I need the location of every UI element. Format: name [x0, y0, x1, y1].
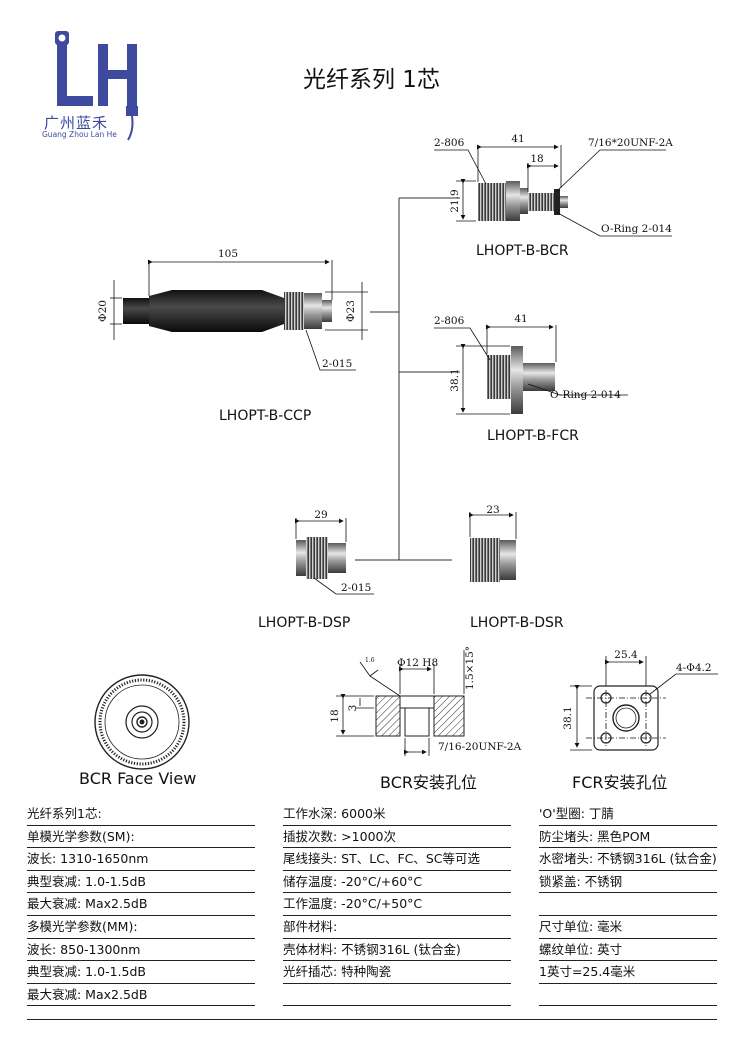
page-title: 光纤系列 1芯: [303, 67, 440, 93]
bottom-rule: [27, 1019, 717, 1020]
spec-row: 单模光学参数(SM):: [27, 826, 255, 849]
ccp-callout: 2-015: [322, 358, 352, 370]
spec-row: 尾线接头: ST、LC、FC、SC等可选: [283, 848, 511, 871]
bcr-hole-dim-height: 18: [329, 709, 341, 722]
bcr-callout-oring: O-Ring 2-014: [601, 223, 672, 235]
fcr-callout-top: 2-806: [434, 315, 465, 327]
spec-column-1: 光纤系列1芯: 单模光学参数(SM): 波长: 1310-1650nm 典型衰减…: [27, 803, 255, 1007]
ccp-drawing: [110, 259, 368, 371]
fcr-drawing: [434, 324, 628, 415]
spec-row: 锁紧盖: 不锈钢: [539, 871, 717, 894]
bcr-callout-thread: 7/16*20UNF-2A: [588, 137, 673, 149]
spec-row: 最大衰减: Max2.5dB: [27, 893, 255, 916]
bcr-hole-dim-roughness: 1.6: [365, 657, 375, 664]
dsr-label: LHOPT-B-DSR: [470, 615, 564, 631]
bcr-dim-thread-len: 18: [530, 153, 543, 165]
bcr-hole-dim-depth: 3: [347, 705, 359, 712]
bcr-hole-dim-thread: 7/16-20UNF-2A: [438, 741, 522, 753]
dsp-dim-length: 29: [314, 509, 327, 521]
spec-row: 螺纹单位: 英寸: [539, 939, 717, 962]
spec-column-2: 工作水深: 6000米 插拔次数: >1000次 尾线接头: ST、LC、FC、…: [283, 803, 511, 1007]
fcr-hole-drawing: [570, 656, 718, 751]
spec-row: 壳体材料: 不锈钢316L (钛合金): [283, 939, 511, 962]
spec-row: [539, 984, 717, 1007]
bcr-label: LHOPT-B-BCR: [476, 243, 569, 259]
logo-chinese-name: 广州蓝禾: [44, 114, 109, 132]
fcr-callout-oring: O-Ring 2-014: [550, 389, 621, 401]
bcr-hole-drawing: [336, 650, 465, 756]
dsr-dim-length: 23: [486, 504, 499, 516]
spec-row: 工作温度: -20°C/+50°C: [283, 893, 511, 916]
spec-row: 尺寸单位: 毫米: [539, 916, 717, 939]
spec-row: 典型衰减: 1.0-1.5dB: [27, 961, 255, 984]
fcr-hole-dim-width: 25.4: [614, 649, 638, 661]
spec-row: 水密堵头: 不锈钢316L (钛合金): [539, 848, 717, 871]
bcr-drawing: [434, 144, 672, 237]
fcr-hole-dim-height: 38.1: [562, 706, 574, 729]
dsp-drawing: [295, 518, 374, 595]
spec-row: 波长: 1310-1650nm: [27, 848, 255, 871]
spec-row: 'O'型圈: 丁腈: [539, 803, 717, 826]
spec-row: 多模光学参数(MM):: [27, 916, 255, 939]
spec-row: 防尘堵头: 黑色POM: [539, 826, 717, 849]
spec-row: 工作水深: 6000米: [283, 803, 511, 826]
fcr-hole-dim-holes: 4-Φ4.2: [676, 662, 712, 674]
spec-row: [539, 893, 717, 916]
bcr-face-view-caption: BCR Face View: [79, 769, 197, 788]
dsp-label: LHOPT-B-DSP: [258, 615, 351, 631]
bcr-hole-dim-chamfer: 1.5×15°: [464, 646, 476, 690]
fcr-hole-caption: FCR安装孔位: [572, 773, 668, 792]
ccp-dim-right-dia: Φ23: [345, 300, 357, 322]
fcr-dim-height: 38.1: [449, 368, 461, 391]
spec-row: 插拔次数: >1000次: [283, 826, 511, 849]
ccp-label: LHOPT-B-CCP: [219, 408, 312, 424]
bcr-dim-height: 21.9: [449, 189, 461, 212]
spec-row: 部件材料:: [283, 916, 511, 939]
bcr-callout-top: 2-806: [434, 137, 465, 149]
spec-row: 典型衰减: 1.0-1.5dB: [27, 871, 255, 894]
spec-row: 最大衰减: Max2.5dB: [27, 984, 255, 1007]
ccp-dim-length: 105: [218, 248, 238, 260]
bcr-dim-length: 41: [511, 133, 524, 145]
logo-english-name: Guang Zhou Lan He: [42, 130, 117, 139]
spec-row: 储存温度: -20°C/+60°C: [283, 871, 511, 894]
spec-row: 光纤系列1芯:: [27, 803, 255, 826]
fcr-label: LHOPT-B-FCR: [487, 428, 579, 444]
dsr-drawing: [469, 512, 517, 582]
ccp-dim-left-dia: Φ20: [97, 300, 109, 322]
bcr-hole-caption: BCR安装孔位: [380, 773, 477, 792]
spec-row: 波长: 850-1300nm: [27, 939, 255, 962]
bcr-face-view-drawing: [94, 674, 190, 770]
fcr-dim-length: 41: [514, 313, 527, 325]
spec-row: 光纤插芯: 特种陶瓷: [283, 961, 511, 984]
spec-row: 1英寸=25.4毫米: [539, 961, 717, 984]
spec-column-3: 'O'型圈: 丁腈 防尘堵头: 黑色POM 水密堵头: 不锈钢316L (钛合金…: [539, 803, 717, 1007]
dsp-callout: 2-015: [341, 582, 371, 594]
spec-row: [283, 984, 511, 1007]
bcr-hole-dim-bore: Φ12 H8: [397, 657, 438, 669]
